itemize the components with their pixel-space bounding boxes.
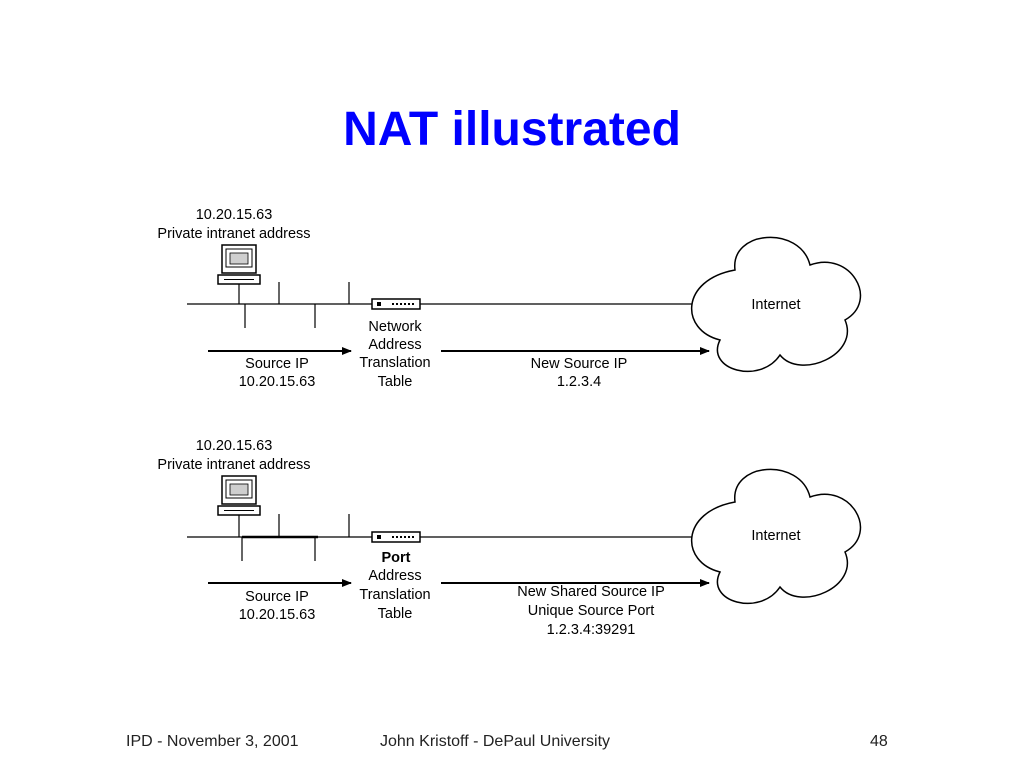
pat-router-icon [371,531,421,543]
new-source-ip-value: 1.2.3.4 [557,374,601,390]
footer-date: IPD - November 3, 2001 [126,733,299,750]
ip-port-value: 1.2.3.4:39291 [547,622,636,638]
diagram-1: 10.20.15.63 Private intranet address Net… [157,207,862,390]
device-label-line1: Port [382,550,411,566]
computer-icon [217,475,261,516]
device-label-line4: Table [378,606,413,622]
device-label-line2: Address [368,568,421,584]
diagram-2: 10.20.15.63 Private intranet address Por… [157,438,862,638]
new-shared-ip-label: New Shared Source IP [517,584,665,600]
page-number: 48 [870,733,888,750]
device-label-line2: Address [368,337,421,353]
host-desc-label: Private intranet address [157,457,310,473]
source-ip-value: 10.20.15.63 [239,607,316,623]
host-ip-label: 10.20.15.63 [196,207,273,223]
device-label-line3: Translation [359,355,430,371]
internet-label: Internet [751,297,800,313]
source-ip-label: Source IP [245,589,309,605]
computer-icon [217,244,261,285]
slide-title: NAT illustrated [343,103,681,156]
nat-router-icon [371,298,421,310]
host-desc-label: Private intranet address [157,226,310,242]
host-ip-label: 10.20.15.63 [196,438,273,454]
device-label-line1: Network [368,319,422,335]
source-ip-value: 10.20.15.63 [239,374,316,390]
source-ip-label: Source IP [245,356,309,372]
new-source-ip-label: New Source IP [531,356,628,372]
internet-label: Internet [751,528,800,544]
device-label-line4: Table [378,374,413,390]
footer-author: John Kristoff - DePaul University [380,733,611,750]
unique-port-label: Unique Source Port [528,603,655,619]
device-label-line3: Translation [359,587,430,603]
